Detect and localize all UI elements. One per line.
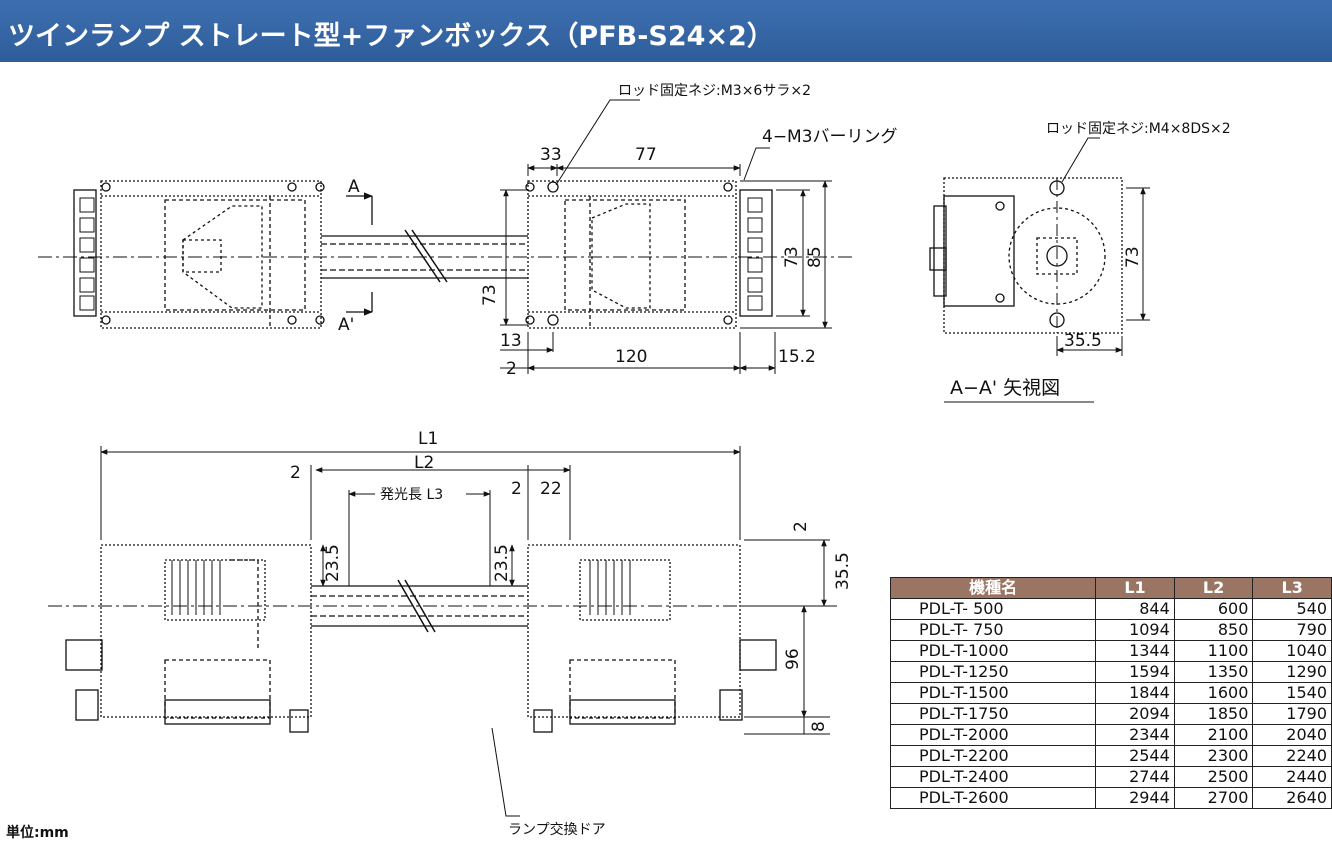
dim-23-5-left: 23.5 xyxy=(323,544,343,582)
rod-screw-note-top: ロッド固定ネジ:M3×6サラ×2 xyxy=(618,83,811,99)
cell-L3: 1040 xyxy=(1252,640,1332,662)
dim-73-right: 73 xyxy=(782,246,802,268)
dim-13: 13 xyxy=(500,331,522,351)
header-L3: L3 xyxy=(1252,577,1332,599)
cell-L2: 1600 xyxy=(1173,682,1254,704)
cell-L1: 2944 xyxy=(1095,787,1175,809)
cell-L3: 2440 xyxy=(1252,766,1332,788)
dim-2-right-front: 2 xyxy=(791,521,811,532)
dim-73-left: 73 xyxy=(480,284,500,306)
cell-L1: 844 xyxy=(1095,598,1175,620)
cell-model: PDL-T-2600 xyxy=(889,787,1097,809)
cell-model: PDL-T-1250 xyxy=(889,661,1097,683)
cell-L3: 2040 xyxy=(1252,724,1332,746)
cell-L3: 2240 xyxy=(1252,745,1332,767)
cell-L3: 790 xyxy=(1252,619,1332,641)
cell-L2: 600 xyxy=(1173,598,1254,620)
dim-15-2: 15.2 xyxy=(778,347,816,367)
dim-96: 96 xyxy=(783,648,803,670)
cell-model: PDL-T-1000 xyxy=(889,640,1097,662)
door-note: ランプ交換ドア xyxy=(508,821,606,838)
dim-120: 120 xyxy=(615,347,647,367)
header-model: 機種名 xyxy=(889,577,1097,599)
cell-L2: 2700 xyxy=(1173,787,1254,809)
cell-L1: 1344 xyxy=(1095,640,1175,662)
section-a-label: A xyxy=(348,177,360,197)
header-L1: L1 xyxy=(1095,577,1175,599)
dim-22: 22 xyxy=(540,479,562,499)
cell-L1: 2344 xyxy=(1095,724,1175,746)
dim-L2: L2 xyxy=(414,453,434,473)
dim-77: 77 xyxy=(635,145,657,165)
section-a-prime-label: A' xyxy=(338,315,354,335)
cell-model: PDL-T-1750 xyxy=(889,703,1097,725)
dim-2-left-front: 2 xyxy=(290,463,301,483)
front-view xyxy=(48,446,840,817)
end-view xyxy=(929,137,1150,403)
cell-model: PDL-T-1500 xyxy=(889,682,1097,704)
cell-L2: 1100 xyxy=(1173,640,1254,662)
table-header-row: 機種名 L1 L2 L3 xyxy=(889,577,1332,599)
title-bar: ツインランプ ストレート型+ファンボックス（PFB-S24×2） xyxy=(0,0,1332,62)
cell-L3: 540 xyxy=(1252,598,1332,620)
cell-L1: 2744 xyxy=(1095,766,1175,788)
cell-L2: 1350 xyxy=(1173,661,1254,683)
dim-L1: L1 xyxy=(418,429,438,449)
cell-L2: 2100 xyxy=(1173,724,1254,746)
dim-35-5-front: 35.5 xyxy=(833,552,853,590)
dim-2-mid-front: 2 xyxy=(511,479,522,499)
cell-L2: 2300 xyxy=(1173,745,1254,767)
cell-L3: 1290 xyxy=(1252,661,1332,683)
dim-L3: 発光長 L3 xyxy=(380,487,443,503)
cell-model: PDL-T- 500 xyxy=(889,598,1097,620)
header-L2: L2 xyxy=(1173,577,1254,599)
page-title: ツインランプ ストレート型+ファンボックス（PFB-S24×2） xyxy=(8,21,774,52)
cell-L1: 1594 xyxy=(1095,661,1175,683)
cell-L3: 1790 xyxy=(1252,703,1332,725)
end-dim-73: 73 xyxy=(1123,246,1143,268)
dim-2-top: 2 xyxy=(506,359,517,379)
cell-L1: 1844 xyxy=(1095,682,1175,704)
dim-8: 8 xyxy=(809,721,829,732)
cell-L3: 2640 xyxy=(1252,787,1332,809)
dim-85: 85 xyxy=(805,246,825,268)
rod-screw-note-end: ロッド固定ネジ:M4×8DS×2 xyxy=(1046,121,1231,137)
unit-note: 単位:mm xyxy=(6,825,69,841)
cell-L1: 2544 xyxy=(1095,745,1175,767)
cell-model: PDL-T-2400 xyxy=(889,766,1097,788)
burring-note: 4−M3バーリング xyxy=(762,127,898,147)
cell-L2: 2500 xyxy=(1173,766,1254,788)
end-dim-35-5: 35.5 xyxy=(1064,331,1102,351)
cell-L3: 1540 xyxy=(1252,682,1332,704)
technical-drawing: ロッド固定ネジ:M3×6サラ×2 4−M3バーリング 33 77 A A' 73… xyxy=(38,83,1231,838)
cell-model: PDL-T-2200 xyxy=(889,745,1097,767)
cell-model: PDL-T- 750 xyxy=(889,619,1097,641)
cell-L1: 1094 xyxy=(1095,619,1175,641)
cell-model: PDL-T-2000 xyxy=(889,724,1097,746)
cell-L2: 1850 xyxy=(1173,703,1254,725)
cell-L2: 850 xyxy=(1173,619,1254,641)
top-view xyxy=(38,99,855,374)
dim-33: 33 xyxy=(540,145,562,165)
end-view-caption: A−A' 矢視図 xyxy=(950,377,1060,399)
dim-23-5-right: 23.5 xyxy=(492,544,512,582)
cell-L1: 2094 xyxy=(1095,703,1175,725)
